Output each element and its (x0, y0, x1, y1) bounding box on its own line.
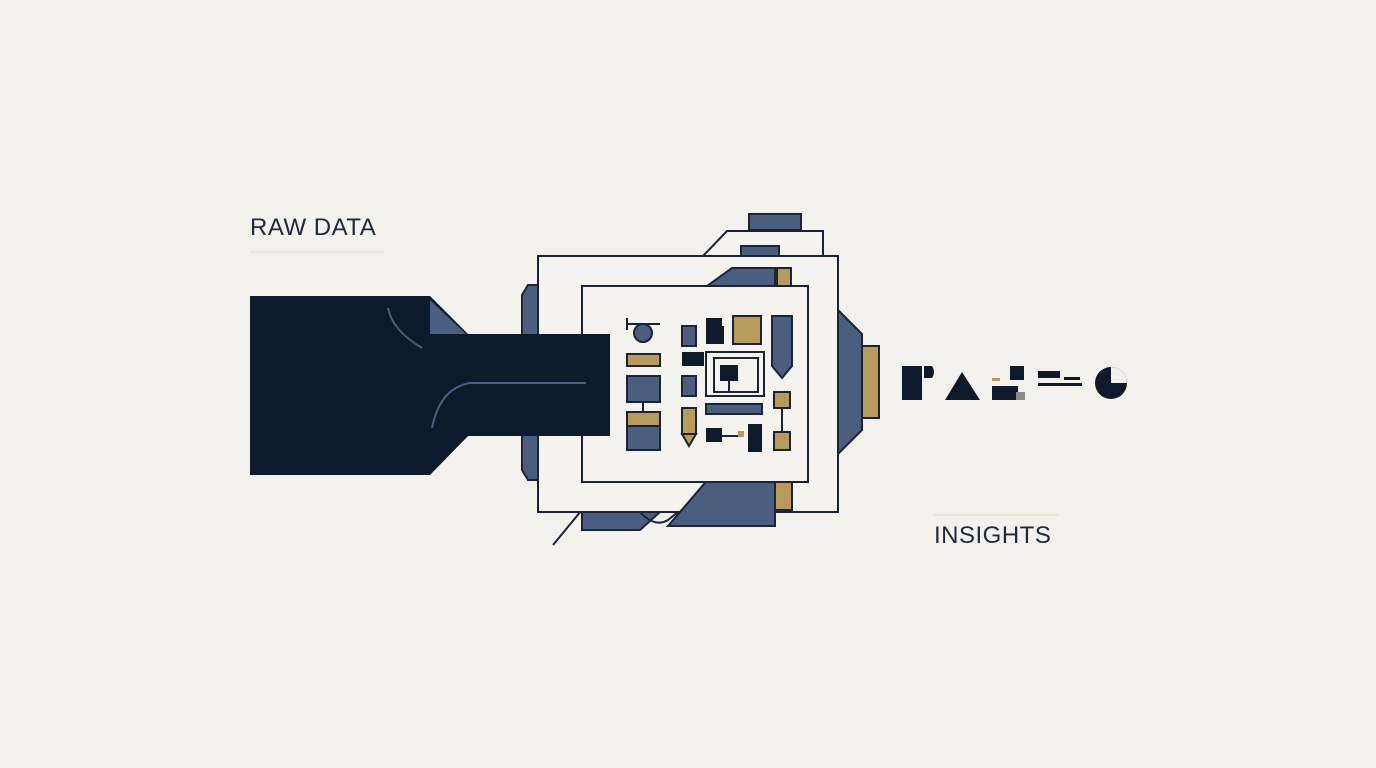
raw-data-label: RAW DATA (250, 214, 377, 241)
insight-line (1038, 383, 1082, 386)
circuit-blue-chip-2 (626, 425, 661, 451)
top-tab-frame (702, 230, 824, 257)
circuit-navy-column (748, 424, 762, 452)
circuit-core-chip (720, 365, 738, 381)
circuit-node-circle (633, 323, 653, 343)
circuit-navy-small (682, 352, 704, 366)
raw-data-stream (250, 296, 610, 475)
circuit-gold-chip (626, 353, 661, 367)
circuit-blue-pointer (771, 315, 793, 380)
raw-data-notch (430, 300, 466, 334)
insight-block (992, 386, 1018, 400)
raw-data-underline (250, 251, 384, 253)
bottom-left-tab (581, 511, 663, 531)
insights-label: INSIGHTS (934, 522, 1052, 549)
right-gold-terminal (861, 345, 880, 419)
circuit-internals (626, 315, 793, 452)
circuit-navy-pad (706, 428, 722, 442)
circuit-blue-chip (626, 375, 661, 403)
circuit-gold-dot (738, 431, 744, 437)
top-tab-upper (748, 213, 802, 231)
insight-triangle (945, 372, 980, 400)
circuit-core-outer (705, 351, 765, 397)
insight-small-square (1010, 366, 1024, 380)
insight-flag (924, 366, 934, 378)
raw-data-band (250, 296, 610, 475)
insight-square (902, 366, 922, 400)
raw-data-curve-bottom (431, 382, 586, 429)
circuit-small-blue-2 (681, 375, 697, 397)
insight-gold-dash (992, 378, 1000, 381)
circuit-navy-block (706, 326, 724, 344)
insight-glyphs (902, 366, 1127, 400)
insight-short-line (1064, 377, 1080, 380)
insights-overline (933, 514, 1059, 516)
circuit-gold-node (773, 391, 791, 409)
right-side-connector (837, 307, 863, 457)
circuit-gold-arrow (681, 407, 697, 435)
insight-circle-cutout (1111, 367, 1127, 383)
circuit-gold-node-2 (773, 431, 791, 451)
circuit-gold-chip-2 (626, 411, 661, 427)
circuit-small-blue (681, 325, 697, 347)
circuit-arrow-tip (680, 433, 698, 448)
insight-gray-pixel (1016, 392, 1025, 400)
top-tab-inner (740, 245, 780, 257)
bottom-wave (639, 511, 679, 524)
top-right-gold-bar (776, 267, 792, 287)
circuit-blue-bar (705, 403, 763, 415)
circuit-core-inner (713, 357, 759, 393)
insight-bar (1038, 371, 1060, 378)
raw-data-curve-top (387, 307, 423, 349)
circuit-gold-square (732, 315, 762, 345)
